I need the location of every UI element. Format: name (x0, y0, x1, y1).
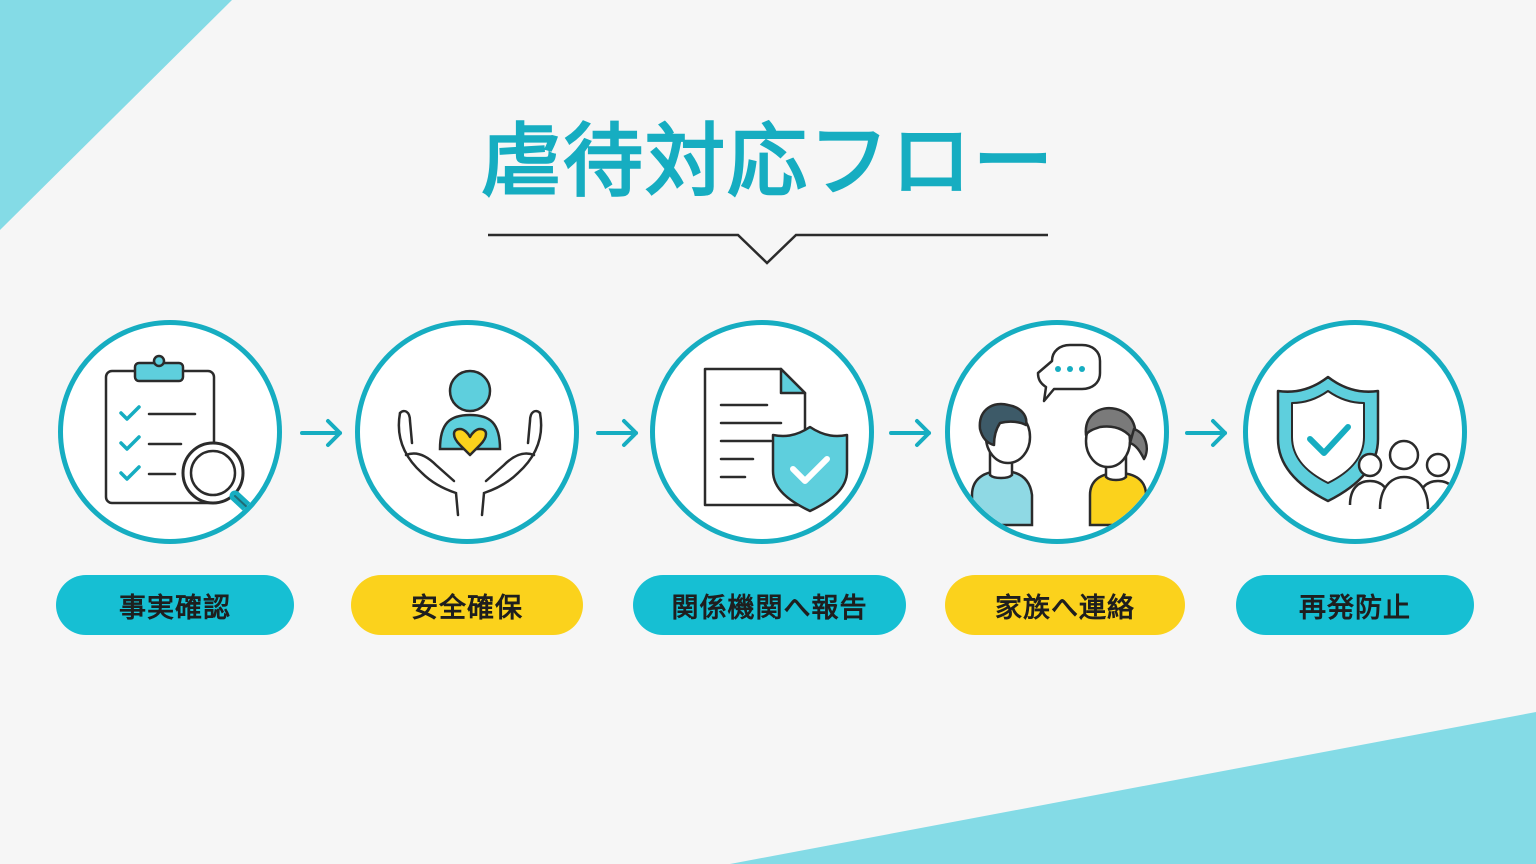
step-2-label: 安全確保 (351, 575, 583, 635)
arrow-right-icon (300, 419, 342, 447)
bottom-right-corner-decoration (730, 712, 1536, 864)
page-title: 虐待対応フロー (481, 115, 1055, 208)
arrow-right-icon (596, 419, 638, 447)
hands-protecting-person-icon (397, 369, 543, 517)
step-1-label: 事実確認 (56, 575, 294, 635)
step-4-label: 家族へ連絡 (945, 575, 1185, 635)
step-5-circle (1243, 320, 1467, 544)
arrow-right-icon (1185, 419, 1227, 447)
step-3-label: 関係機関へ報告 (633, 575, 906, 635)
document-shield-icon (703, 367, 849, 513)
arrow-right-icon (889, 419, 931, 447)
shield-group-icon (1276, 375, 1460, 510)
step-2-circle (355, 320, 579, 544)
title-underline-pointer (488, 233, 1048, 265)
step-5-label: 再発防止 (1236, 575, 1474, 635)
step-3-circle (650, 320, 874, 544)
step-1-circle (58, 320, 282, 544)
step-4-circle (945, 320, 1169, 544)
clipboard-magnifier-icon (104, 354, 269, 528)
two-people-conversation-icon (970, 343, 1148, 527)
